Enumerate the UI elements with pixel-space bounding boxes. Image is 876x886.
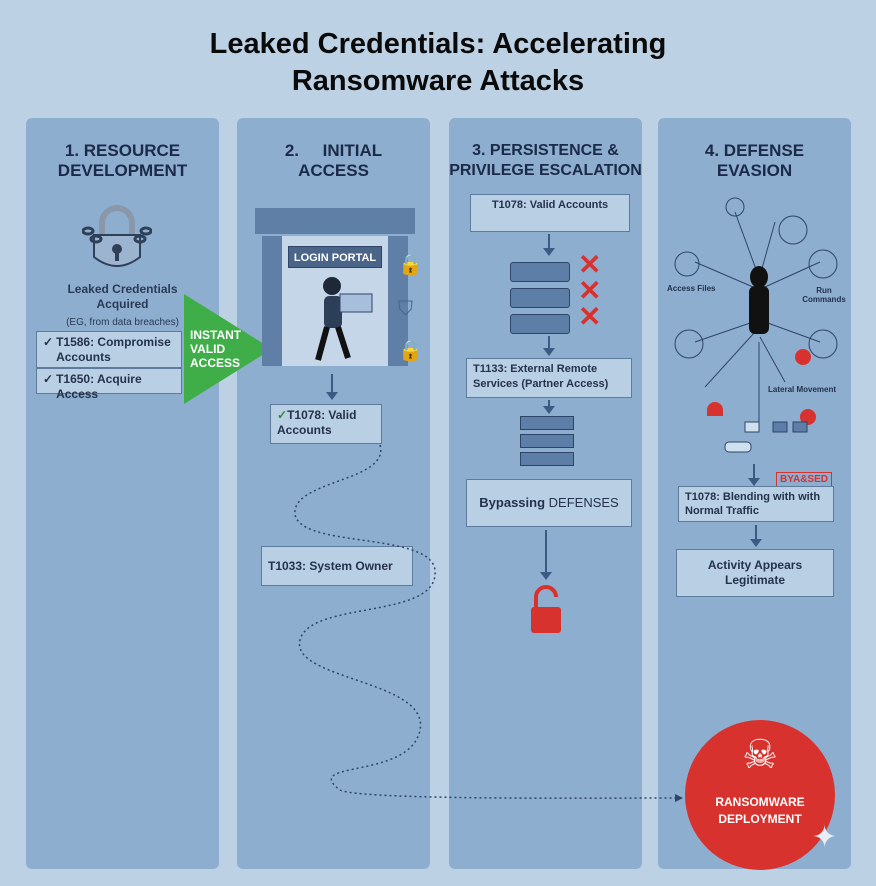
technique-t1586: ✓T1586: Compromise Accounts [36,331,182,368]
castle-pillar [262,236,282,366]
run-commands-label: Run Commands [802,286,846,304]
bypassing-defenses-box: Bypassing DEFENSES [466,479,632,527]
bypassed-stamp: BYA&SED [776,472,832,487]
technique-t1133: T1133: External Remote Services (Partner… [466,358,632,398]
hacker-figure-icon [315,277,373,361]
blocked-x-icons: ✕✕✕ [578,249,602,332]
technique-t1650: ✓T1650: Acquire Access [36,368,182,401]
down-arrow-icon [540,530,552,580]
technique-t1078-persistence: T1078: Valid Accounts [470,194,630,232]
shield-icon: ⛉ [398,298,413,320]
padlock-icon: 🔒 [398,254,423,276]
down-arrow-icon [543,336,555,356]
sparkle-icon: ✦ [812,821,838,854]
chained-lock-icon [82,205,152,267]
down-arrow-icon [750,525,762,547]
down-arrow-icon [543,234,555,256]
down-arrow-icon [326,374,338,400]
dotted-path-connector [294,444,683,802]
server-icon [520,416,574,466]
down-arrow-icon [748,464,760,486]
access-files-label: Access Files [667,284,716,293]
technique-t1033: T1033: System Owner [261,546,413,586]
skull-crossbones-icon: ☠ [742,733,778,777]
castle-wall [255,208,415,234]
lateral-movement-label: Lateral Movement [768,385,837,394]
server-stack-icon [510,262,570,334]
technique-t1078-blending: T1078: Blending with with Normal Traffic [678,486,834,522]
unlocked-padlock-icon [531,585,561,633]
column-heading: 3. PERSISTENCE &PRIVILEGE ESCALATION [449,142,642,179]
padlock-icon: 🔒 [398,340,423,362]
login-portal-sign: LOGIN PORTAL [288,246,382,268]
lateral-movement-network-icon [674,197,838,453]
down-arrow-icon [543,400,555,414]
castle-pillar [388,236,408,366]
technique-t1078: ✓T1078: Valid Accounts [270,404,382,444]
activity-appears-legitimate: Activity Appears Legitimate [676,549,834,597]
green-arrow-icon [184,294,272,404]
